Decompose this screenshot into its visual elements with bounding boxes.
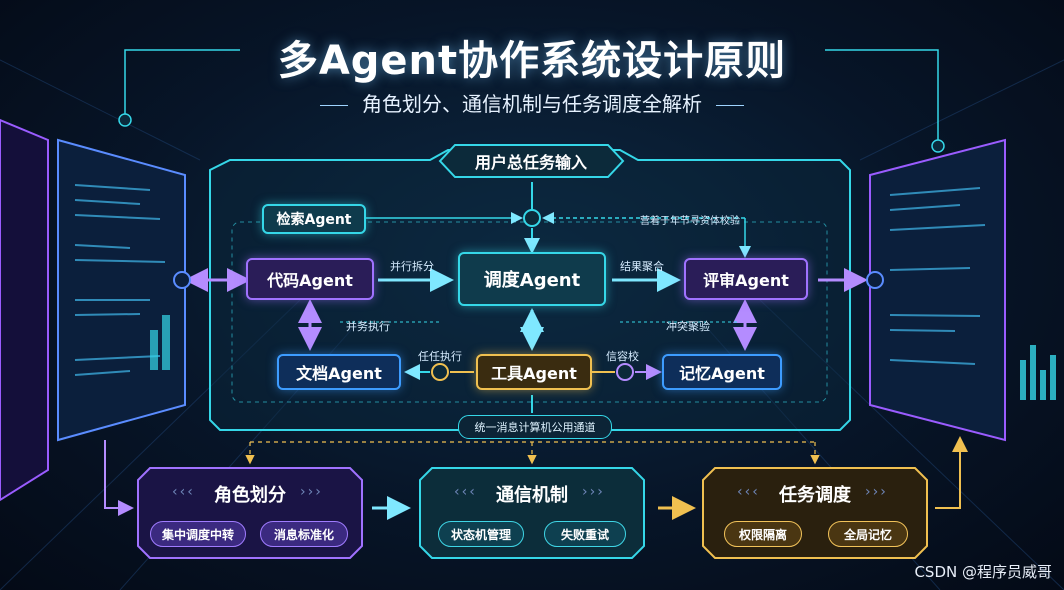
pill-state-machine[interactable]: 状态机管理 bbox=[438, 521, 524, 547]
pill-failure-retry[interactable]: 失败重试 bbox=[544, 521, 626, 547]
label-conflict-check: 冲突聚验 bbox=[666, 320, 710, 333]
subtitle-dash-right bbox=[716, 105, 744, 106]
bottom-connectors bbox=[104, 436, 968, 520]
doc-agent-node[interactable]: 文档Agent bbox=[277, 354, 401, 390]
label-parallel-split: 并行拆分 bbox=[390, 260, 434, 273]
review-agent-node[interactable]: 评审Agent bbox=[684, 258, 808, 300]
panel-title-scheduling: 任务调度 bbox=[779, 485, 851, 506]
pill-message-standardization[interactable]: 消息标准化 bbox=[260, 521, 348, 547]
side-connectors bbox=[173, 268, 884, 292]
chevron-left-icon: ‹‹‹ bbox=[454, 484, 477, 500]
input-node[interactable]: 用户总任务输入 bbox=[474, 153, 587, 172]
pill-global-memory[interactable]: 全局记忆 bbox=[828, 521, 908, 547]
chevron-left-icon: ‹‹‹ bbox=[172, 484, 195, 500]
label-task-exec: 任任执行 bbox=[418, 350, 462, 363]
label-consistency: 信容校 bbox=[606, 350, 639, 363]
pill-centralized-dispatch[interactable]: 集中调度中转 bbox=[150, 521, 246, 547]
message-bus: 统一消息计算机公用通道 bbox=[458, 415, 612, 439]
pill-permission-isolation[interactable]: 权限隔离 bbox=[724, 521, 802, 547]
watermark: CSDN @程序员威哥 bbox=[914, 563, 1052, 581]
tool-agent-node[interactable]: 工具Agent bbox=[476, 354, 592, 390]
panel-title-communication: 通信机制 bbox=[496, 485, 568, 506]
panel-title-roles: 角色划分 bbox=[214, 485, 286, 506]
flow-arrows bbox=[298, 182, 757, 413]
search-agent-node[interactable]: 检索Agent bbox=[262, 204, 366, 234]
input-node-shape bbox=[438, 144, 625, 178]
code-agent-node[interactable]: 代码Agent bbox=[246, 258, 374, 300]
subtitle-text: 角色划分、通信机制与任务调度全解析 bbox=[362, 92, 702, 116]
chevron-right-icon: ››› bbox=[582, 484, 605, 500]
page-subtitle: 角色划分、通信机制与任务调度全解析 bbox=[0, 88, 1064, 117]
label-top-right-note: 营着于年节寻资体校验 bbox=[640, 216, 740, 227]
right-data-screen bbox=[869, 138, 1056, 442]
chevron-right-icon: ››› bbox=[865, 484, 888, 500]
label-result-merge: 结果聚合 bbox=[620, 260, 664, 273]
label-parallel-exec: 并务执行 bbox=[346, 320, 390, 333]
left-data-screen bbox=[0, 118, 186, 502]
scheduler-agent-node[interactable]: 调度Agent bbox=[458, 252, 606, 306]
chevron-right-icon: ››› bbox=[300, 484, 323, 500]
chevron-left-icon: ‹‹‹ bbox=[737, 484, 760, 500]
top-connectors bbox=[118, 49, 945, 153]
page-title: 多Agent协作系统设计原则 bbox=[277, 38, 787, 84]
subtitle-dash-left bbox=[320, 105, 348, 106]
memory-agent-node[interactable]: 记忆Agent bbox=[662, 354, 782, 390]
